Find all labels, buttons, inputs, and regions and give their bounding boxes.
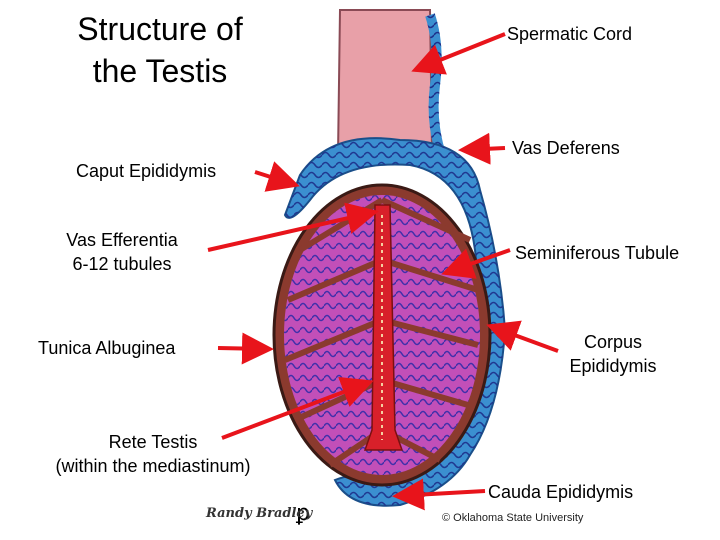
label-vas-efferentia: Vas Efferentia 6-12 tubules: [38, 228, 206, 276]
arrow-caput-epididymis: [254, 161, 300, 192]
copyright-text: © Oklahoma State University: [442, 512, 584, 524]
arrow-seminiferous-tubule: [441, 248, 511, 279]
osu-logo-mark: ꝑ: [295, 501, 310, 526]
title-line-1: Structure of: [77, 11, 243, 47]
label-seminiferous-tubule: Seminiferous Tubule: [515, 243, 680, 263]
svg-text:ꝑ: ꝑ: [295, 501, 310, 526]
arrow-tunica-albuginea: [217, 332, 274, 365]
label-rete-testis-line-1: Rete Testis: [108, 432, 198, 452]
arrow-corpus-epididymis: [486, 320, 559, 353]
label-vas-efferentia-line-2: 6-12 tubules: [72, 254, 172, 274]
label-caput-epididymis: Caput Epididymis: [76, 161, 217, 181]
page-title: Structure of the Testis: [40, 8, 280, 92]
arrow-vas-efferentia: [207, 202, 379, 252]
label-rete-testis: Rete Testis (within the mediastinum): [18, 430, 288, 478]
epididymis: [283, 137, 507, 507]
arrow-spermatic-cord: [411, 32, 506, 75]
artist-signature: Randy Bradley: [206, 506, 313, 521]
title-line-2: the Testis: [92, 53, 228, 89]
label-corpus-epididymis: Corpus Epididymis: [548, 330, 678, 378]
label-spermatic-cord: Spermatic Cord: [507, 24, 633, 44]
label-vas-deferens: Vas Deferens: [512, 138, 620, 158]
label-corpus-epididymis-line-1: Corpus: [583, 332, 643, 352]
label-vas-efferentia-line-1: Vas Efferentia: [66, 230, 178, 250]
label-rete-testis-line-2: (within the mediastinum): [55, 456, 251, 476]
arrow-rete-testis: [221, 376, 374, 440]
arrows: [207, 32, 559, 511]
spermatic-cord: [336, 9, 448, 162]
arrow-vas-deferens: [458, 132, 506, 165]
label-cauda-epididymis: Cauda Epididymis: [488, 482, 634, 502]
label-corpus-epididymis-line-2: Epididymis: [569, 356, 657, 376]
arrow-cauda-epididymis: [392, 478, 486, 511]
testis-body: [272, 183, 492, 487]
label-tunica-albuginea: Tunica Albuginea: [38, 338, 176, 358]
